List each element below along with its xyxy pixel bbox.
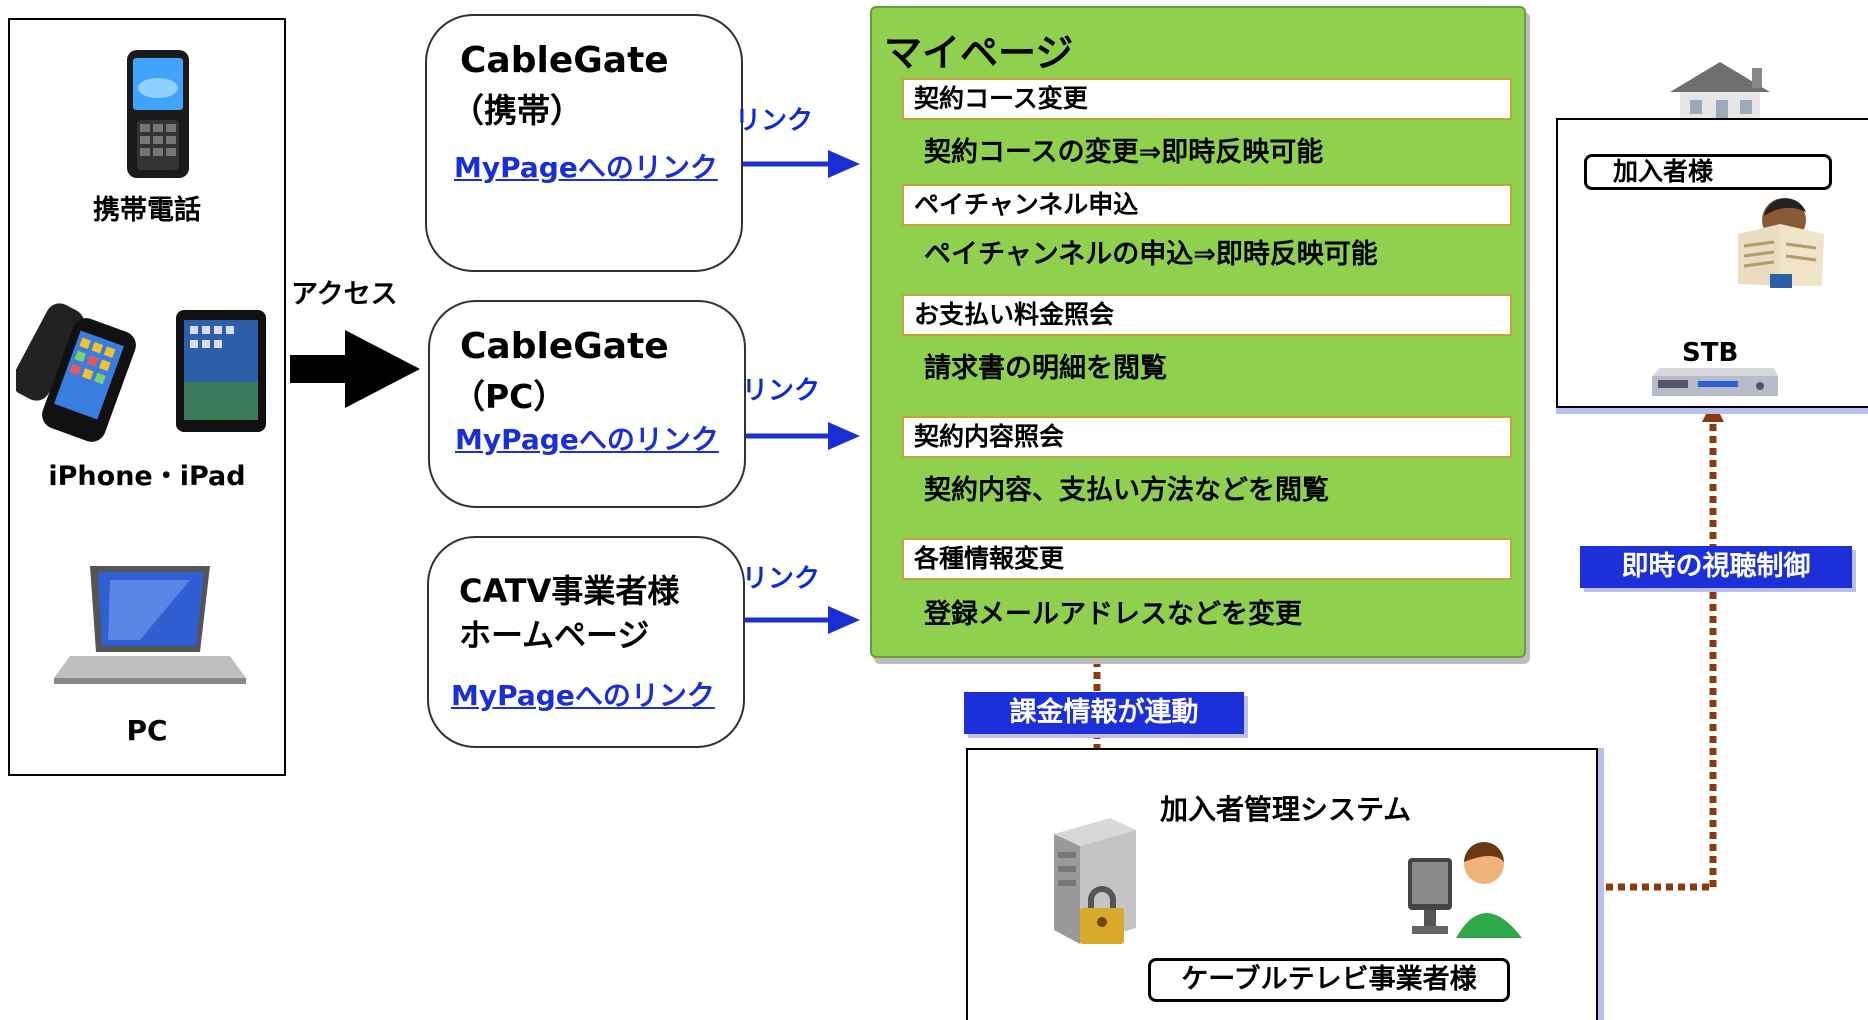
iphone-ipad-icon — [16, 303, 266, 442]
mypage-item-course-change-desc: 契約コースの変更⇒即時反映可能 — [924, 137, 1324, 168]
access-label: アクセス — [291, 279, 398, 310]
mypage-panel: マイページ 契約コース変更 契約コースの変更⇒即時反映可能 ペイチャンネル申込 … — [870, 6, 1526, 658]
mgmt-system-box: 加入者管理システム ケーブルテレビ事業者様 — [966, 748, 1598, 1020]
operator-label: ケーブルテレビ事業者様 — [1148, 958, 1510, 1002]
mypage-item-info-change[interactable]: 各種情報変更 — [902, 538, 1512, 580]
mypage-item-paychannel[interactable]: ペイチャンネル申込 — [902, 184, 1512, 226]
cablegate-pc-box: CableGate （PC） MyPageへのリンク — [428, 300, 746, 508]
mobile-label: 携帯電話 — [93, 195, 201, 226]
server-lock-icon — [1054, 818, 1136, 944]
mobile-phone-icon — [127, 50, 189, 178]
cablegate-mobile-title: CableGate — [460, 40, 669, 81]
link-label-mobile: リンク — [735, 106, 814, 136]
subscriber-label: 加入者様 — [1584, 154, 1832, 190]
operator-icon — [1408, 842, 1522, 938]
cablegate-pc-mypage-link[interactable]: MyPageへのリンク — [455, 423, 719, 456]
mypage-item-info-change-desc: 登録メールアドレスなどを変更 — [924, 599, 1302, 630]
mypage-item-billing-inquiry-desc: 請求書の明細を閲覧 — [924, 353, 1167, 384]
device-panel: 携帯電話 iPhone・iPad PC — [8, 18, 286, 776]
reader-icon — [1738, 198, 1824, 288]
stb-label: STB — [1682, 338, 1739, 368]
catv-home-box: CATV事業者様 ホームページ MyPageへのリンク — [427, 536, 745, 748]
mypage-title: マイページ — [884, 31, 1074, 75]
pc-label: PC — [126, 714, 168, 747]
viewing-control-tag: 即時の視聴制御 — [1580, 546, 1852, 588]
mgmt-system-title: 加入者管理システム — [1160, 793, 1412, 826]
cablegate-pc-subtitle: （PC） — [452, 377, 567, 416]
mypage-item-contract-inquiry[interactable]: 契約内容照会 — [902, 416, 1512, 458]
catv-home-title: CATV事業者様 — [459, 572, 680, 610]
cablegate-mobile-box: CableGate （携帯） MyPageへのリンク — [425, 14, 743, 272]
iphone-ipad-label: iPhone・iPad — [48, 461, 246, 492]
catv-home-mypage-link[interactable]: MyPageへのリンク — [451, 679, 715, 712]
link-label-catv: リンク — [742, 564, 821, 594]
billing-sync-tag: 課金情報が連動 — [964, 692, 1244, 734]
cablegate-pc-title: CableGate — [460, 326, 669, 367]
cablegate-mobile-mypage-link[interactable]: MyPageへのリンク — [454, 151, 718, 184]
mypage-item-paychannel-desc: ペイチャンネルの申込⇒即時反映可能 — [924, 239, 1378, 270]
mypage-item-contract-inquiry-desc: 契約内容、支払い方法などを閲覧 — [924, 475, 1329, 506]
access-arrow — [290, 330, 420, 408]
cablegate-mobile-subtitle: （携帯） — [451, 91, 583, 130]
mypage-item-billing-inquiry[interactable]: お支払い料金照会 — [902, 294, 1512, 336]
link-label-pc: リンク — [742, 376, 821, 406]
control-dotted-link — [1522, 400, 1724, 891]
mypage-item-course-change[interactable]: 契約コース変更 — [902, 78, 1512, 120]
subscriber-home-box: 加入者様 STB — [1556, 118, 1868, 408]
stb-device-icon — [1652, 368, 1778, 396]
laptop-icon — [54, 566, 246, 684]
catv-home-subtitle: ホームページ — [459, 616, 650, 654]
